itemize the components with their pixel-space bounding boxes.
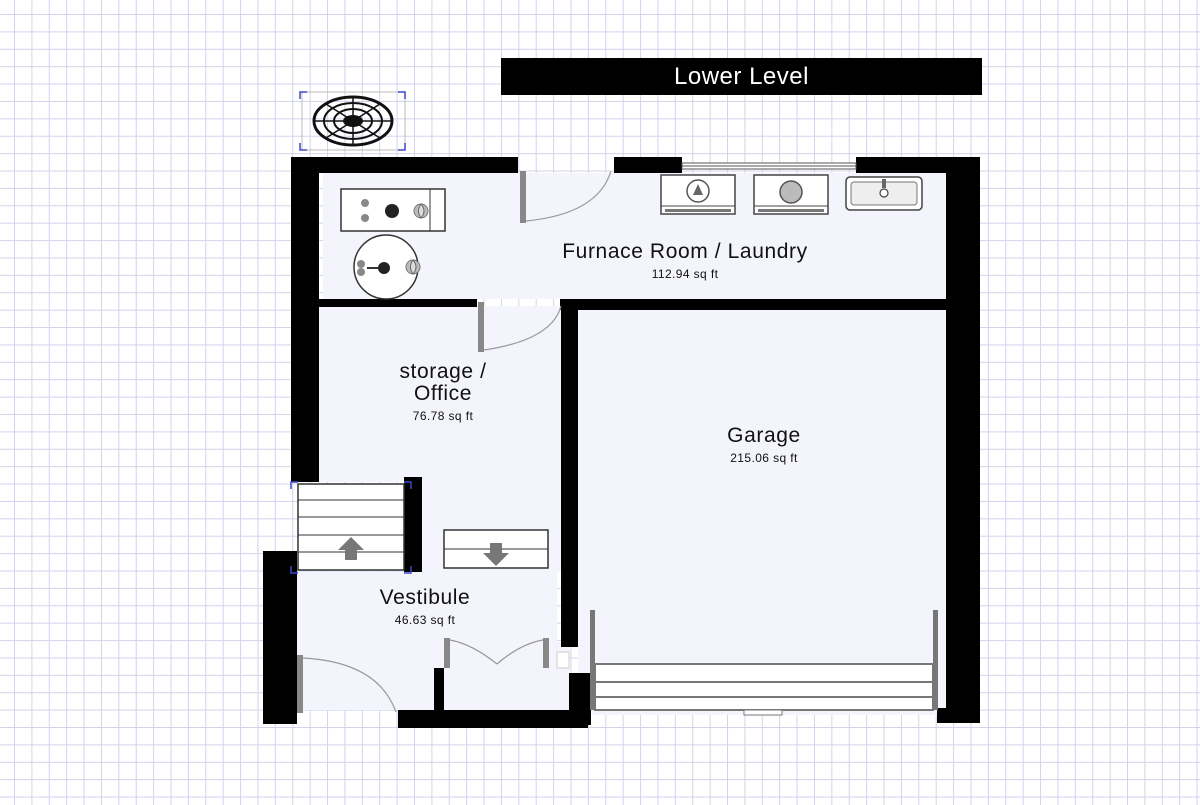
wall-right (946, 157, 980, 723)
vestibule-lower-floor (297, 642, 569, 710)
storage-office-door (478, 302, 562, 352)
room-area: 215.06 sq ft (730, 451, 798, 465)
stair-up-arrow-icon (338, 537, 364, 560)
room-name-line1: storage / (399, 360, 487, 383)
stairs-down (443, 529, 549, 569)
room-name-line2: Office (413, 382, 473, 405)
wall-top-mid (614, 157, 682, 173)
stair-down-arrow-icon (483, 543, 509, 566)
floors (297, 173, 950, 715)
room-label-storage-office: storage / Office 76.78 sq ft (338, 360, 548, 424)
washer-icon (660, 174, 736, 215)
room-area: 46.63 sq ft (394, 613, 456, 627)
wall-garage-right-bottom (937, 708, 980, 723)
exhaust-fan-icon (299, 91, 406, 151)
wall-left-upper (291, 157, 319, 482)
wall-furnace-bottom-right (560, 299, 946, 310)
room-label-furnace: Furnace Room / Laundry 112.94 sq ft (475, 240, 895, 282)
wall-top-left (291, 157, 518, 173)
dryer-icon (753, 174, 829, 215)
walls (263, 157, 980, 728)
furnace-icon (340, 188, 446, 232)
wall-stair-right (404, 477, 422, 572)
entry-door (297, 655, 397, 713)
wall-furnace-bottom-left (319, 299, 477, 307)
room-label-garage: Garage 215.06 sq ft (664, 424, 864, 466)
room-name: Furnace Room / Laundry (562, 240, 808, 263)
top-window (681, 162, 857, 170)
wall-vestibule-left (263, 551, 297, 724)
vestibule-floor (297, 572, 557, 642)
level-title: Lower Level (501, 58, 982, 95)
water-heater-icon (353, 234, 421, 300)
room-name: Garage (727, 424, 801, 447)
garage-door (556, 610, 938, 716)
wall-garage-left (561, 299, 578, 647)
closet-double-door (444, 638, 549, 668)
garage-floor (578, 310, 950, 715)
room-label-vestibule: Vestibule 46.63 sq ft (325, 586, 525, 628)
room-area: 76.78 sq ft (412, 409, 474, 423)
room-area: 112.94 sq ft (651, 267, 719, 281)
stairs-up (290, 481, 412, 574)
wall-garage-bottom-post (569, 673, 591, 725)
storage-office-floor (319, 306, 561, 482)
furnace-room-door (520, 170, 612, 223)
wall-vestibule-bottom (398, 710, 588, 728)
wall-bottom-left-stub (263, 710, 297, 724)
room-name: Vestibule (379, 586, 471, 609)
laundry-sink-icon (845, 176, 923, 211)
wall-closet-left (434, 668, 444, 716)
